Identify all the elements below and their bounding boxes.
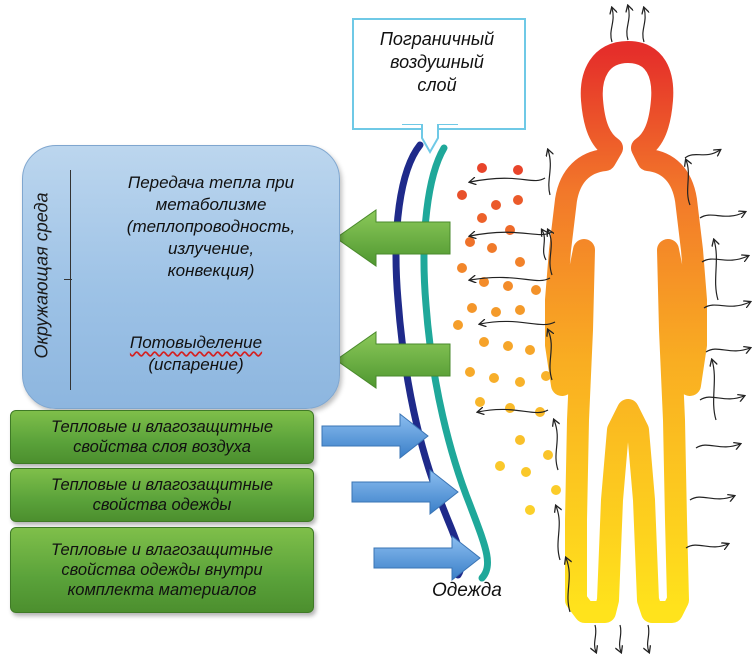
environment-vertical-label: Окружающая среда <box>22 150 62 400</box>
sweat-dots <box>453 163 561 515</box>
inner-materials-properties-box: Тепловые и влагозащитные свойства одежды… <box>10 527 314 613</box>
inner-materials-arrow <box>374 536 480 580</box>
air-layer-arrow <box>322 414 428 458</box>
environment-bracket-tick <box>64 279 72 280</box>
boundary-air-layer-label: Пограничный воздушный слой <box>352 28 522 97</box>
environment-bracket <box>70 170 81 390</box>
heat-transfer-text: Передача тепла при метаболизме (теплопро… <box>88 172 334 282</box>
human-body-outline <box>556 52 696 612</box>
sweating-text: Потовыделение (испарение) <box>88 332 304 376</box>
air-layer-properties-box: Тепловые и влагозащитные свойства слоя в… <box>10 410 314 464</box>
clothing-label: Одежда <box>432 580 502 602</box>
clothing-properties-box: Тепловые и влагозащитные свойства одежды <box>10 468 314 522</box>
callout-pointer <box>400 124 460 158</box>
